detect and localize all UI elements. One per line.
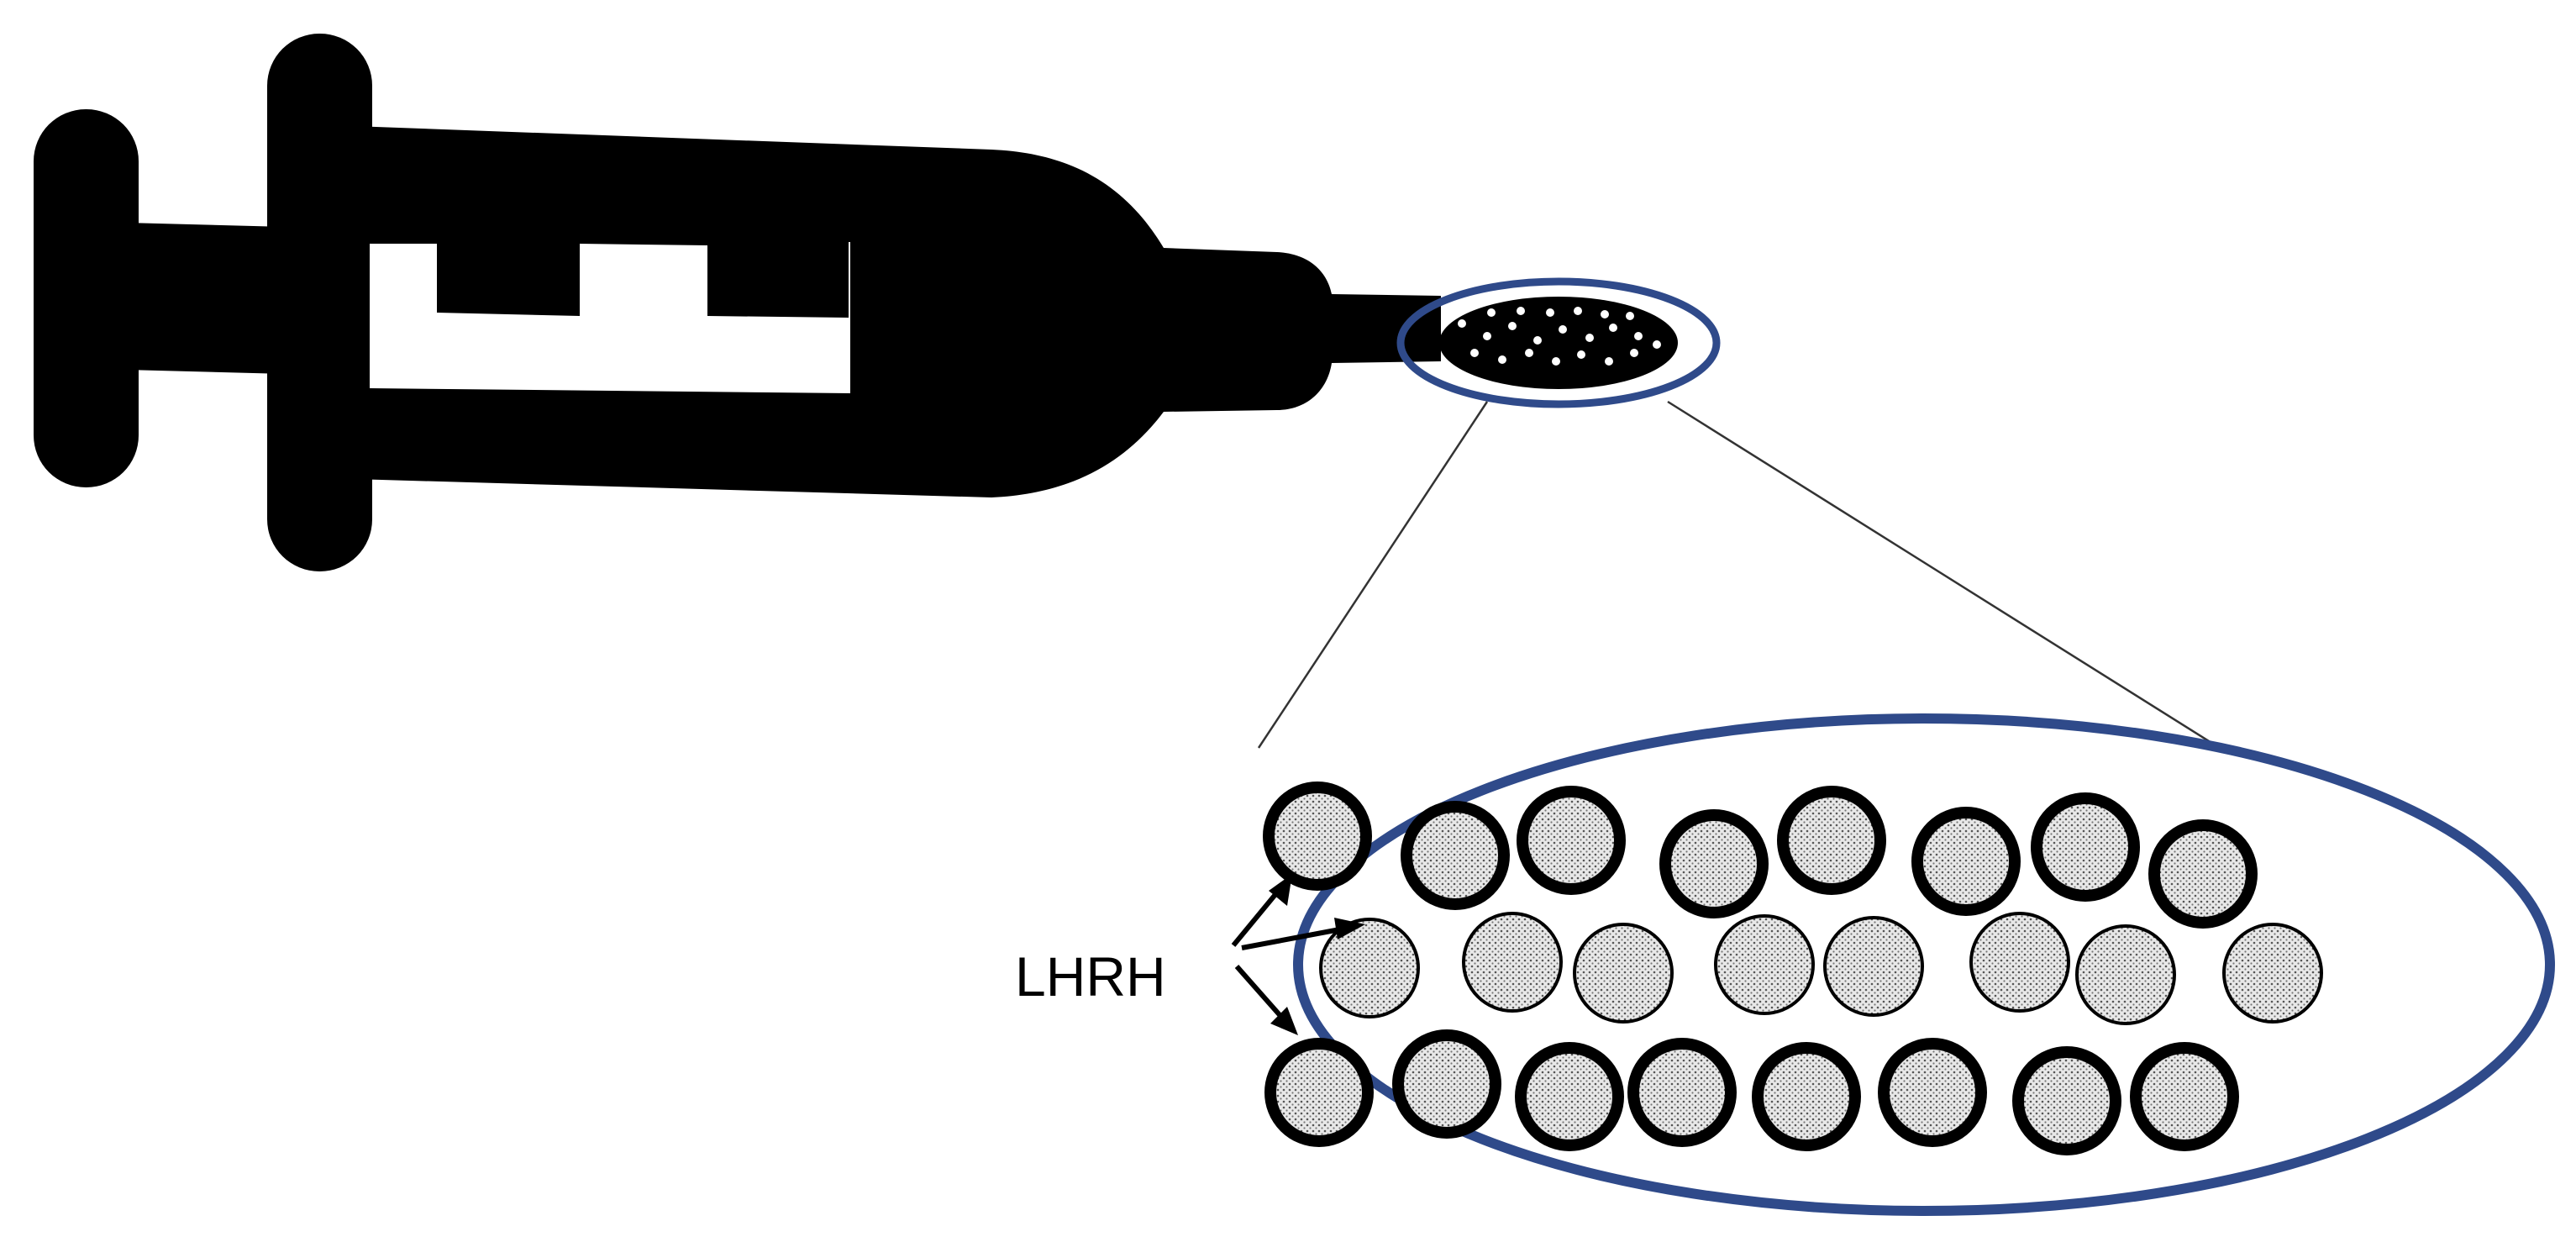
particle-top	[2031, 792, 2140, 902]
arrow-to-middle-row	[1241, 918, 1365, 950]
zoom-connector-left	[1257, 401, 1489, 749]
tip-particle-speck	[1601, 310, 1609, 318]
particle-middle	[1462, 912, 1563, 1013]
particle-bottom	[1515, 1042, 1624, 1151]
syringe-thumb-rest	[34, 109, 139, 487]
arrow-to-bottom-row	[1234, 965, 1298, 1035]
needle-tip-inset	[1396, 277, 1721, 408]
tip-particle-speck	[1626, 312, 1634, 320]
particle-top	[2148, 819, 2258, 929]
tip-particle-speck	[1483, 332, 1491, 340]
tip-particle-highlights	[1458, 307, 1661, 366]
particle-middle	[1823, 916, 1924, 1017]
particle-bottom	[1627, 1038, 1737, 1147]
syringe-plunger-rod	[126, 223, 286, 374]
tip-particle-speck	[1574, 307, 1582, 315]
tip-particle-speck	[1508, 322, 1517, 330]
particle-bottom	[1752, 1042, 1861, 1151]
tip-particle-speck	[1630, 349, 1638, 357]
tip-particle-speck	[1634, 332, 1643, 340]
particle-middle	[2222, 923, 2323, 1024]
tip-particle-speck	[1609, 324, 1617, 332]
particle-middle	[1714, 914, 1815, 1015]
tip-particle-speck	[1577, 350, 1585, 359]
tip-particle-speck	[1525, 349, 1533, 357]
arrow-to-top-row	[1231, 874, 1292, 947]
microsphere-particles	[1263, 782, 2323, 1155]
particle-middle	[1319, 918, 1420, 1018]
tip-particle-speck	[1585, 334, 1594, 342]
particle-top	[1263, 782, 1372, 891]
small-black-particle-cluster	[1439, 297, 1678, 389]
small-blue-ellipse	[1396, 277, 1721, 408]
zoom-connector-right	[1667, 400, 2223, 751]
particle-bottom	[1878, 1038, 1987, 1147]
tip-particle-speck	[1498, 355, 1506, 364]
particle-middle	[1969, 912, 2070, 1013]
particle-top	[1777, 786, 1886, 895]
syringe-barrel	[353, 126, 1441, 497]
tip-particle-speck	[1605, 357, 1613, 366]
lhrh-label: LHRH	[1015, 945, 1166, 1008]
tip-particle-speck	[1470, 349, 1479, 357]
particle-bottom	[1264, 1038, 1374, 1147]
particle-middle	[1573, 923, 1674, 1024]
particle-bottom	[2012, 1046, 2121, 1155]
particle-bottom	[1392, 1029, 1501, 1139]
particle-middle	[2075, 924, 2176, 1025]
syringe-icon	[34, 34, 1441, 571]
tip-particle-speck	[1552, 357, 1560, 366]
tip-particle-speck	[1487, 308, 1496, 317]
syringe-finger-flange	[267, 34, 372, 571]
particle-top	[1517, 786, 1626, 895]
particle-top	[1911, 807, 2021, 916]
tip-particle-speck	[1546, 308, 1554, 317]
particle-top	[1401, 801, 1510, 910]
particle-bottom	[2130, 1042, 2239, 1151]
particle-top	[1659, 809, 1769, 918]
syringe-scale-window	[370, 242, 850, 393]
tip-particle-speck	[1653, 340, 1661, 349]
tip-particle-speck	[1517, 307, 1525, 315]
lhrh-arrows	[1231, 874, 1365, 1035]
tip-particle-speck	[1458, 319, 1466, 328]
tip-particle-speck	[1559, 325, 1567, 334]
tip-particle-speck	[1533, 336, 1542, 345]
